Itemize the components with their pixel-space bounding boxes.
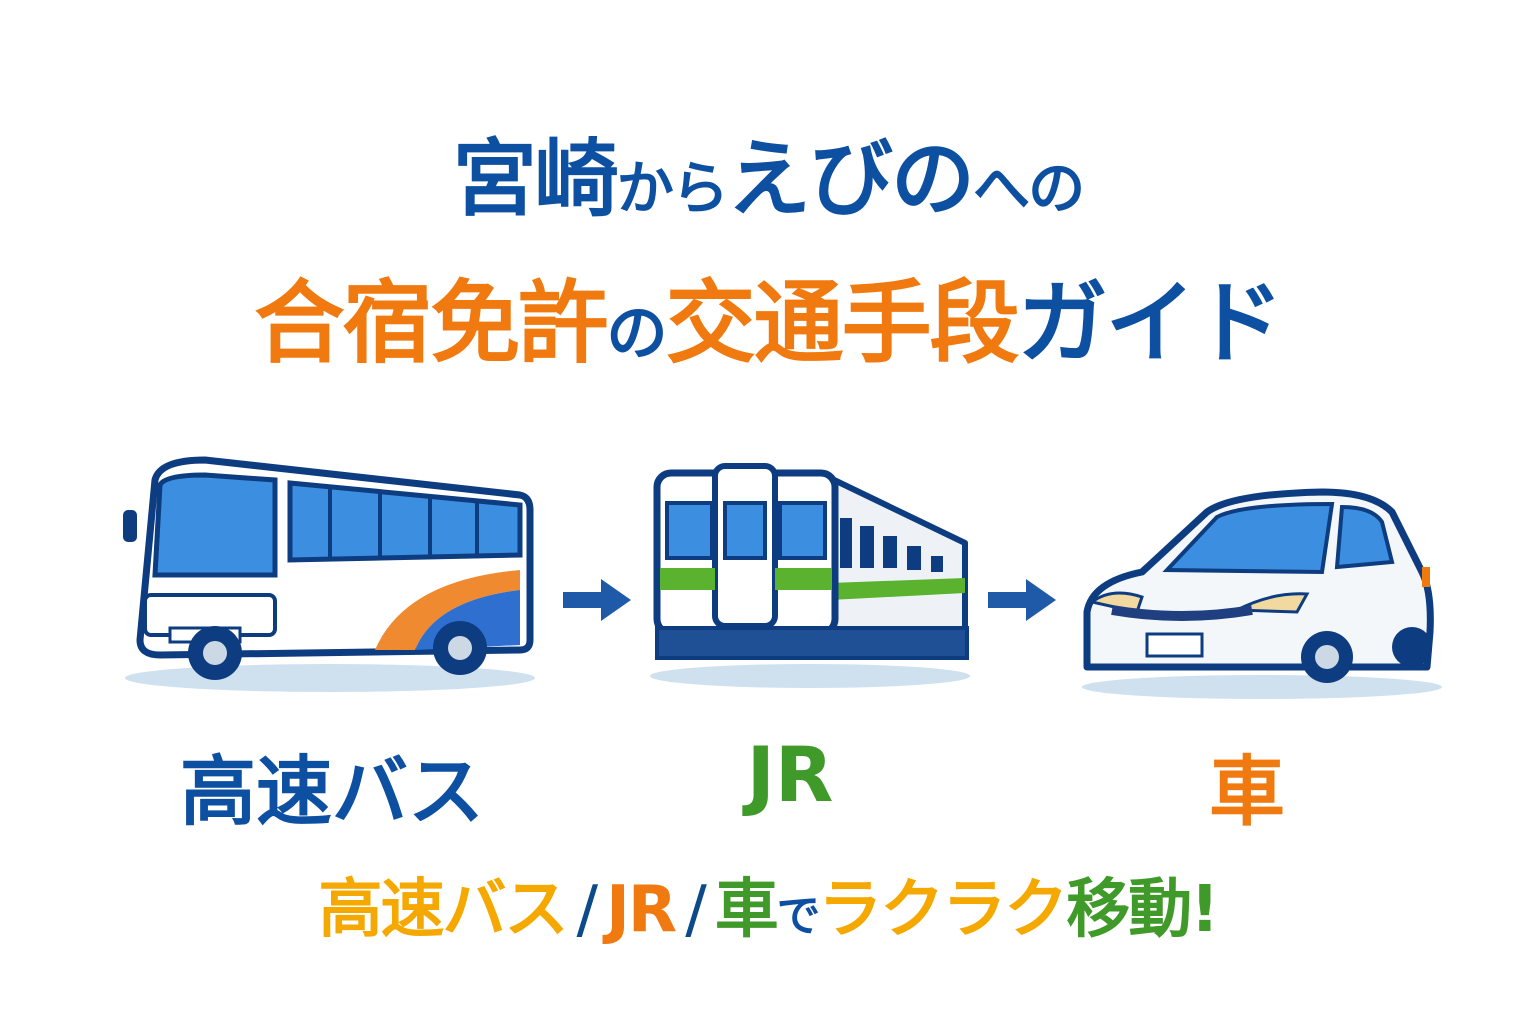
title-keyword: 交通手段 — [665, 271, 1020, 376]
title-keyword: 合宿免許 — [254, 271, 608, 376]
title-origin: 宮崎 — [452, 130, 619, 228]
mode-label-bus: 高速バス — [180, 747, 484, 836]
bus-icon — [123, 456, 535, 692]
tagline-separator: / — [576, 873, 599, 947]
title-line-2: 合宿免許の交通手段ガイド — [0, 250, 1536, 380]
title-particle: の — [606, 298, 667, 369]
tagline-jr: JR — [606, 873, 677, 947]
mode-label-jr: JR — [746, 730, 834, 819]
train-icon — [650, 463, 970, 688]
tagline-easy: ラクラク — [818, 873, 1068, 947]
tagline-bus: 高速バス — [318, 873, 569, 947]
arrow-icon — [563, 579, 631, 621]
title-destination: えびの — [727, 130, 975, 228]
tagline-particle: で — [776, 892, 821, 942]
title-line-1: 宮崎からえびのへの — [0, 112, 1536, 233]
title-particle: から — [616, 156, 729, 222]
car-icon — [1082, 488, 1442, 699]
tagline-move: 移動! — [1066, 873, 1219, 947]
title-guide: ガイド — [1017, 271, 1284, 376]
tagline-car: 車 — [714, 873, 779, 947]
mode-label-car: 車 — [1209, 747, 1285, 836]
title-particle: への — [973, 156, 1085, 222]
arrow-icon — [988, 579, 1056, 621]
tagline: 高速バス/JR/車でラクラク移動! — [0, 858, 1536, 950]
tagline-separator: / — [685, 873, 707, 947]
